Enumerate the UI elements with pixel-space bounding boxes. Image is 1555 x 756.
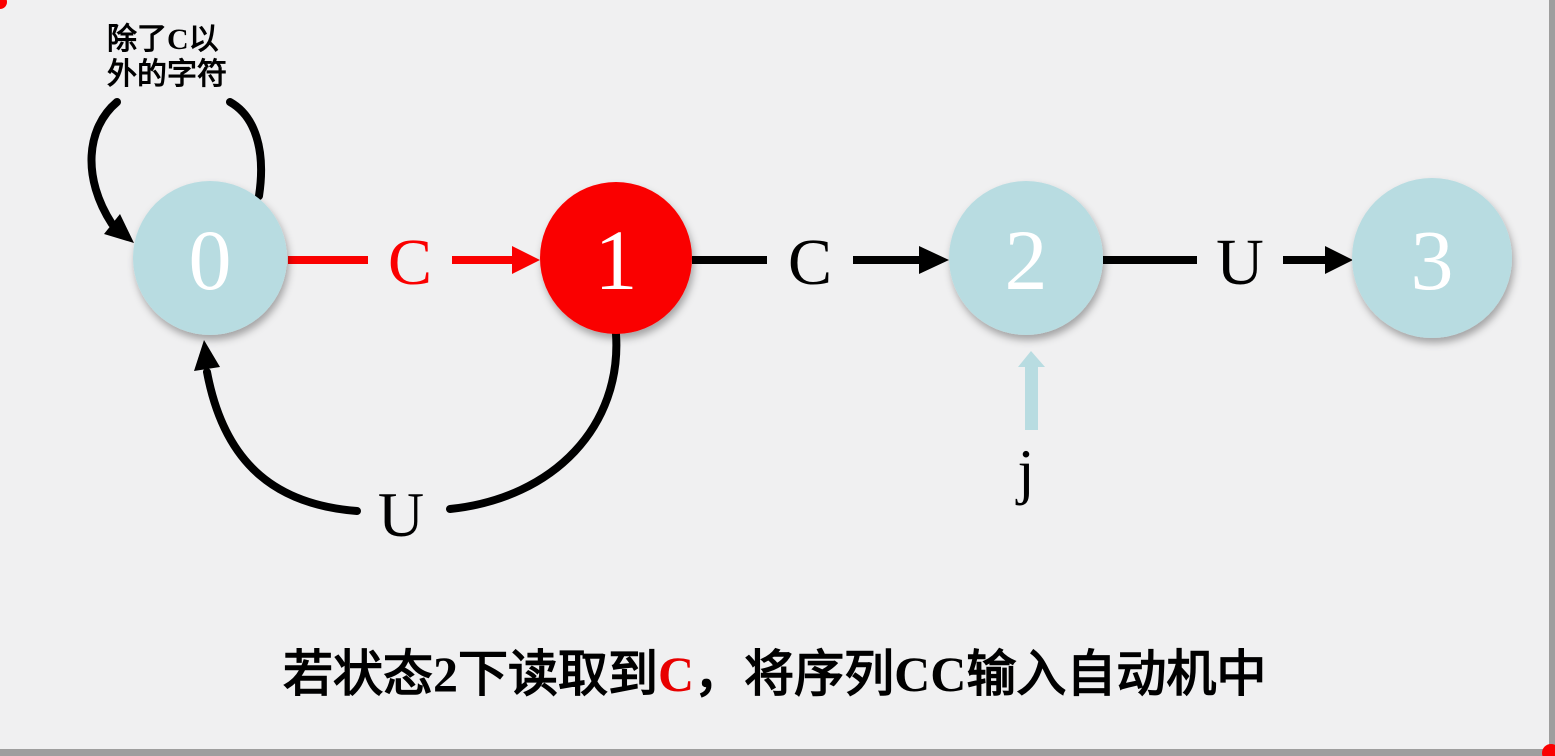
edge-1-to-0: U — [194, 330, 621, 550]
self-loop-arc-left — [87, 98, 121, 228]
edge-label-1-2: C — [788, 226, 832, 299]
pointer-label: j — [1015, 438, 1034, 506]
u-curve-arrowhead-icon — [194, 340, 220, 371]
edge-label-0-1: C — [388, 226, 432, 299]
corner-dot-bottom-right — [1542, 744, 1555, 756]
state-node-2: 2 — [949, 181, 1103, 335]
caption: 若状态2下读取到C，将序列CC输入自动机中 — [283, 645, 1266, 703]
state-label-2: 2 — [1005, 212, 1048, 308]
pointer-arrowhead-icon — [1018, 351, 1045, 367]
state-circle-3 — [1352, 178, 1512, 338]
state-label-0: 0 — [189, 212, 232, 308]
frame-border-bottom — [0, 749, 1555, 756]
self-loop-arc-right — [226, 98, 266, 200]
self-loop-label-line1: 除了C以 — [107, 23, 219, 56]
pointer-arrow-shaft — [1025, 365, 1038, 430]
edge-0-1-arrowhead-icon — [512, 246, 540, 274]
state-label-3: 3 — [1411, 212, 1454, 308]
state-circle-2 — [949, 181, 1103, 335]
caption-segment: C — [658, 646, 695, 702]
self-loop-label-line2: 外的字符 — [107, 58, 227, 91]
state-node-0: 0 — [133, 181, 287, 335]
edge-0-to-1: C — [288, 226, 540, 299]
edge-2-3-arrowhead-icon — [1325, 246, 1353, 274]
pointer-up-arrow: j — [1015, 351, 1045, 506]
u-curve-right — [446, 330, 621, 513]
self-loop-arrowhead-icon — [104, 214, 134, 243]
state-circle-0 — [133, 181, 287, 335]
u-curve-left — [203, 368, 361, 515]
edge-label-2-3: U — [1216, 226, 1264, 299]
edge-1-to-2: C — [692, 226, 949, 299]
state-node-1: 1 — [540, 182, 692, 334]
caption-segment: ，将序列CC输入自动机中 — [694, 646, 1267, 702]
edge-label-1-0: U — [378, 479, 424, 550]
caption-segment: 若状态2下读取到 — [283, 646, 658, 702]
state-label-1: 1 — [595, 212, 638, 308]
edge-2-to-3: U — [1103, 226, 1353, 299]
state-circle-1 — [540, 182, 692, 334]
edge-1-2-arrowhead-icon — [919, 246, 949, 274]
frame-border-right — [1549, 0, 1555, 756]
corner-dot-top-left — [0, 0, 7, 9]
self-loop-edge — [87, 98, 266, 243]
self-loop-label: 除了C以 外的字符 — [107, 22, 227, 92]
state-node-3: 3 — [1352, 178, 1512, 338]
